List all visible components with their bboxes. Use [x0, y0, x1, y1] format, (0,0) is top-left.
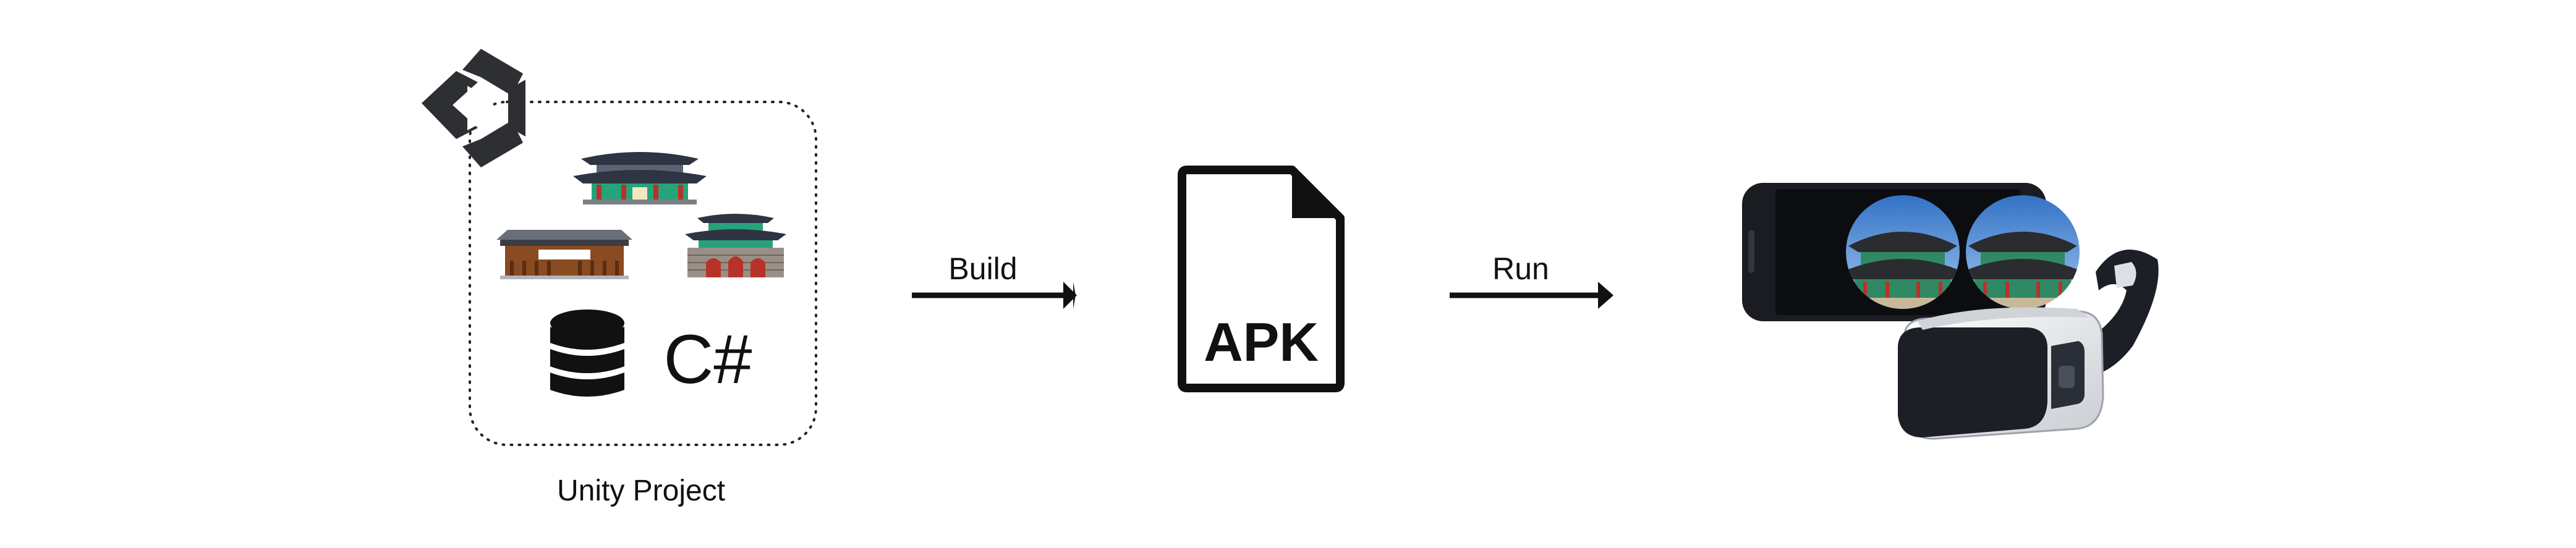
run-label: Run: [1492, 251, 1549, 286]
unity-logo-icon: [422, 49, 525, 167]
document-file-icon: [1178, 166, 1345, 392]
korean-palace-icon: [573, 152, 707, 204]
database-icon: [550, 310, 624, 397]
smartphone-stereo-view-icon: [1742, 183, 2080, 321]
build-arrow-group: Build: [912, 251, 1077, 309]
csharp-label: C#: [663, 321, 752, 398]
hanok-building-icon: [496, 230, 632, 279]
unity-project-label: Unity Project: [557, 474, 725, 507]
vr-device-group: [1742, 183, 2159, 440]
unity-project-group: C# Unity Project: [422, 49, 817, 507]
file-corner-fold: [1292, 170, 1340, 218]
apk-file-group: APK: [1178, 166, 1345, 392]
fortress-gate-icon: [685, 214, 786, 277]
run-arrow-group: Run: [1450, 251, 1613, 309]
run-arrow-head: [1598, 282, 1613, 309]
vr-headset-icon: [1898, 250, 2159, 440]
build-label: Build: [948, 251, 1017, 286]
apk-label: APK: [1204, 311, 1319, 373]
project-box: [469, 101, 817, 446]
